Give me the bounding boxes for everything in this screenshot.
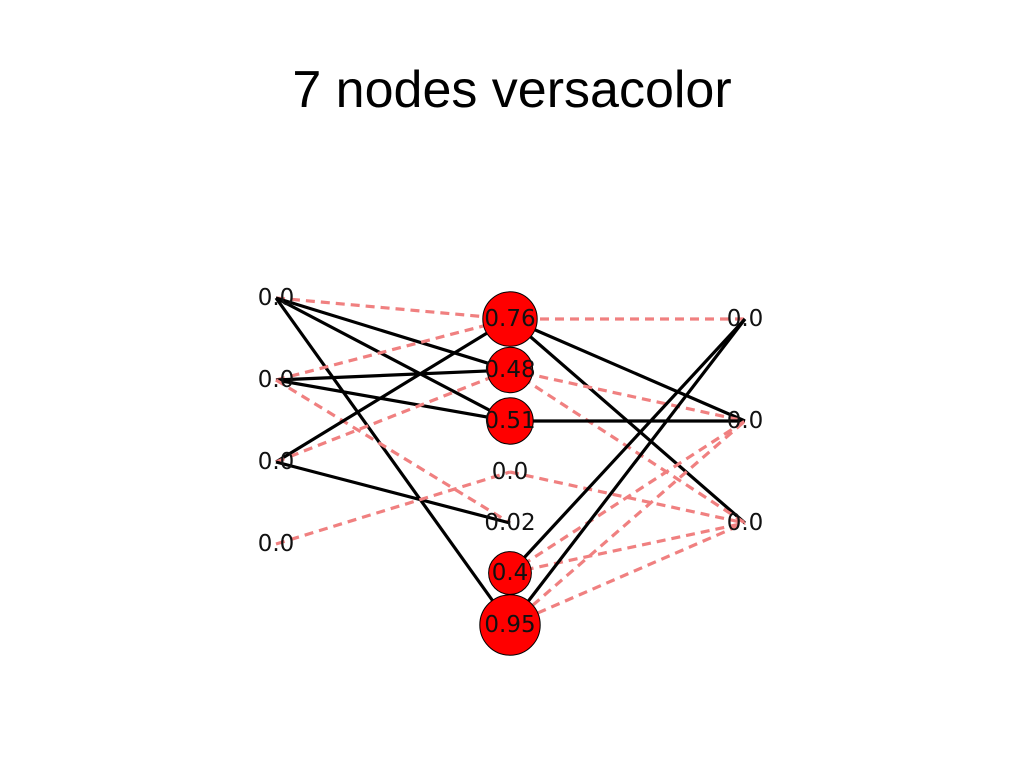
edge-h5-o2 (509, 521, 746, 575)
edge-i1-h4 (275, 378, 511, 525)
edge-i0-h1 (275, 296, 511, 372)
edge-i1-h0 (275, 317, 511, 382)
node-label-i2: 0.0 (258, 449, 295, 475)
node-label-i0: 0.0 (258, 285, 295, 311)
edge-i2-h1 (275, 368, 511, 464)
edge-i2-h4 (275, 460, 511, 525)
edge-h6-o0 (508, 318, 747, 626)
node-label-h4: 0.02 (484, 510, 535, 536)
edge-h0-o1 (509, 317, 746, 423)
node-label-h5: 0.4 (492, 560, 529, 586)
node-circle-h1 (486, 346, 534, 394)
edge-i1-h1 (275, 368, 511, 382)
node-label-h0: 0.76 (484, 306, 535, 332)
node-circle-h2 (486, 397, 534, 445)
node-label-h1: 0.48 (484, 357, 535, 383)
edge-h6-o1 (508, 419, 747, 627)
node-label-i1: 0.0 (258, 367, 295, 393)
edge-i2-h0 (275, 317, 511, 464)
edge-i0-h6 (274, 297, 512, 626)
label-layer: 0.0 0.0 0.0 0.0 0.76 0.48 0.51 0.0 0.02 0.4 0.95 0.… (258, 285, 764, 638)
node-layer (479, 291, 541, 656)
edge-layer (274, 296, 747, 627)
node-label-o0: 0.0 (727, 306, 764, 332)
slide-title: 7 nodes versacolor (292, 61, 732, 119)
edge-h6-o2 (509, 521, 746, 627)
node-label-i3: 0.0 (258, 531, 295, 557)
node-label-h6: 0.95 (484, 612, 535, 638)
edge-h5-o1 (509, 419, 746, 575)
edge-i3-h3 (275, 470, 511, 546)
edge-i1-h2 (275, 378, 511, 423)
edge-h1-o1 (509, 368, 746, 423)
edge-h5-o0 (508, 317, 747, 575)
node-circle-h6 (479, 594, 541, 656)
node-label-h2: 0.51 (484, 408, 535, 434)
edge-i0-h2 (275, 296, 511, 423)
node-label-h3: 0.0 (492, 459, 529, 485)
node-label-o2: 0.0 (727, 510, 764, 536)
node-label-o1: 0.0 (727, 408, 764, 434)
node-circle-h0 (482, 291, 538, 347)
edge-i0-h0 (275, 296, 511, 321)
